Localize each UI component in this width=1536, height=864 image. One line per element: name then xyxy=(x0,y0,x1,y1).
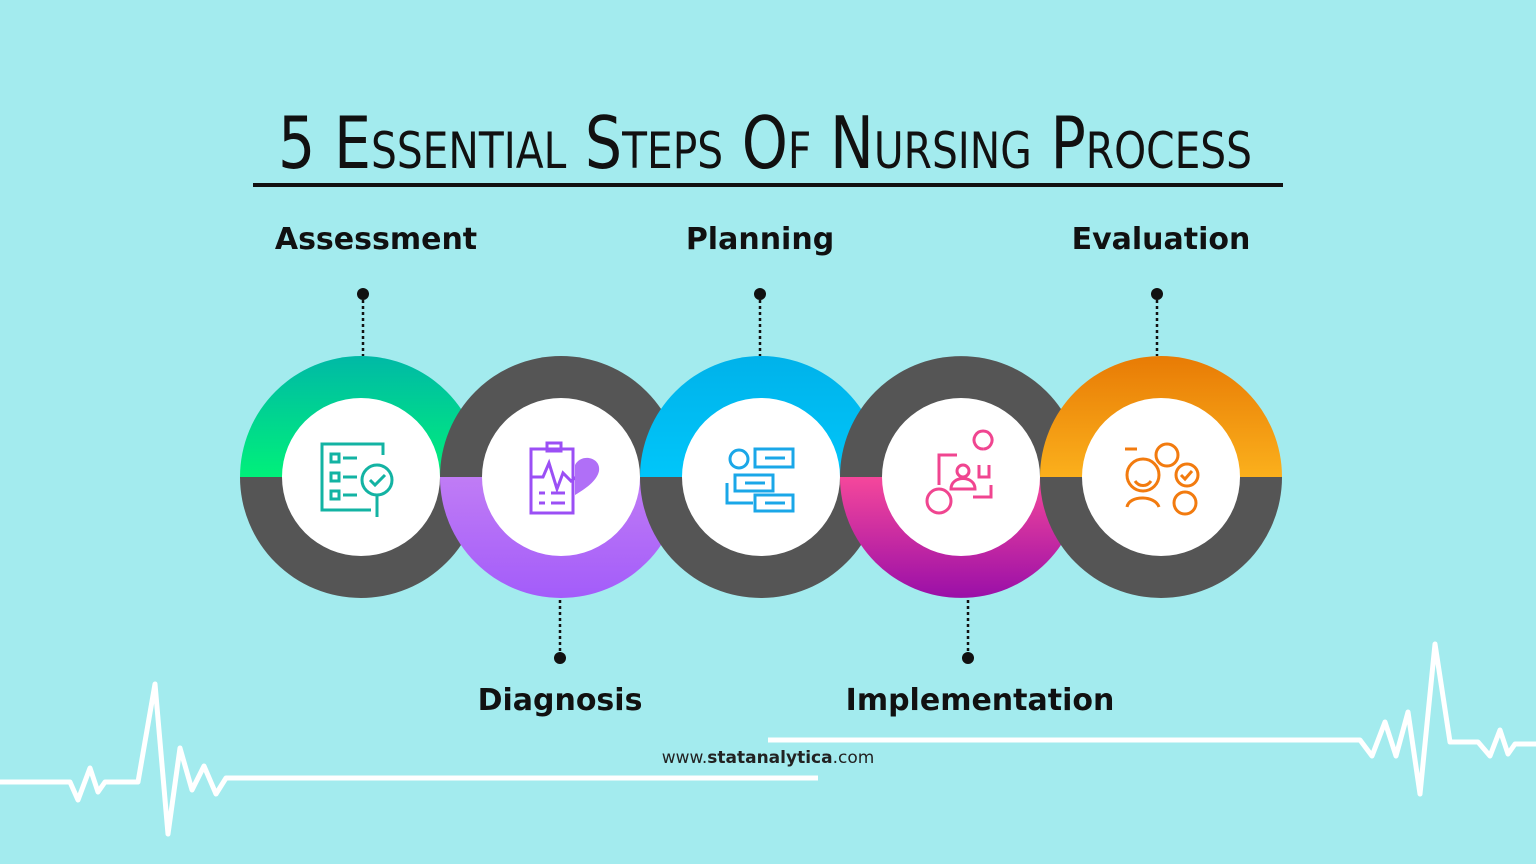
connectors xyxy=(361,294,1159,658)
checklist-magnifier-icon xyxy=(320,442,394,517)
step-label-evaluation: Evaluation xyxy=(1071,222,1251,257)
numbered-plan-gear-icon xyxy=(725,447,795,513)
title-underline xyxy=(253,183,1283,187)
heartbeat-line-left xyxy=(0,681,818,837)
heartbeat-line-right xyxy=(768,641,1536,797)
step-label-diagnosis: Diagnosis xyxy=(477,683,643,718)
inner-circle-3 xyxy=(682,398,840,556)
idea-person-gear-icon xyxy=(925,429,994,515)
clipboard-heart-icon xyxy=(529,441,600,515)
step-label-planning: Planning xyxy=(685,222,835,257)
step-label-implementation: Implementation xyxy=(845,683,1115,718)
page-title: 5 Essential Steps Of Nursing Process xyxy=(278,101,1252,185)
website-url: www.statanalytica.com xyxy=(661,748,875,768)
inner-circle-5 xyxy=(1082,398,1240,556)
connector-dots xyxy=(357,288,1163,664)
person-review-icon xyxy=(1125,442,1200,516)
step-label-assessment: Assessment xyxy=(274,222,478,257)
